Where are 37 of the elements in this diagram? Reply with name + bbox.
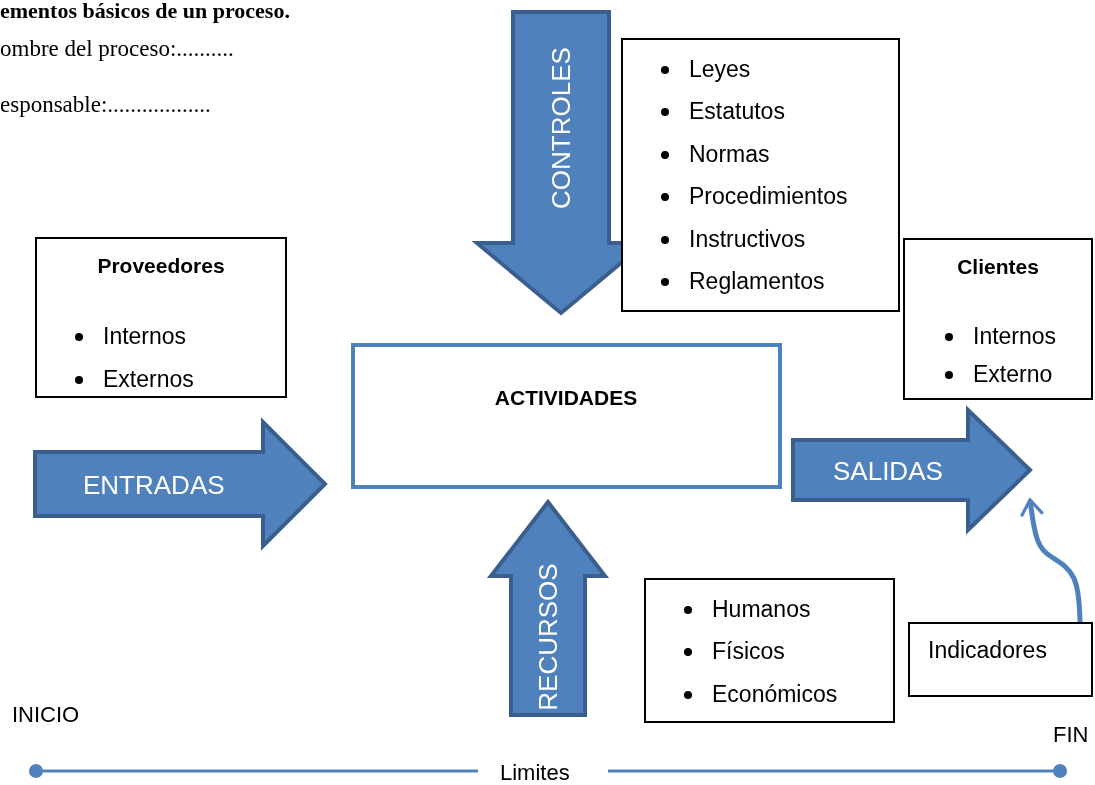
boundary-label: Limites — [500, 762, 570, 784]
start-label: INICIO — [12, 704, 80, 726]
list-item: Externos — [103, 368, 194, 391]
clients-box — [903, 238, 1093, 400]
list-item: Externo — [973, 363, 1053, 386]
resources-block-arrow — [486, 498, 610, 717]
list-item: Estatutos — [689, 100, 785, 123]
list-item: Económicos — [712, 683, 838, 706]
controls-list-box — [621, 38, 900, 312]
list-item: Instructivos — [689, 228, 806, 251]
arrow-label: SALIDAS — [833, 458, 943, 484]
list-item: Internos — [103, 325, 187, 348]
list-item: Leyes — [689, 58, 751, 81]
end-label: FIN — [1053, 724, 1089, 746]
list-item: Internos — [973, 325, 1057, 348]
heading: Proveedores — [97, 255, 225, 276]
arrow-label: RECURSOS — [535, 563, 561, 711]
list-item: Reglamentos — [689, 270, 825, 293]
heading: ACTIVIDADES — [494, 387, 638, 408]
list-item: Procedimientos — [689, 185, 848, 208]
supplier-box — [35, 237, 287, 398]
resources-list-box — [644, 578, 895, 723]
list-item: Humanos — [712, 598, 811, 621]
title: ementos básicos de un proceso. — [0, 0, 290, 22]
activities-box — [351, 343, 782, 489]
curved-arrow — [1020, 498, 1083, 623]
input-block-arrow — [33, 417, 328, 551]
box-label: Indicadores — [928, 639, 1047, 662]
output-block-arrow — [791, 405, 1033, 535]
form-field-label: esponsable:.................. — [0, 93, 211, 116]
list-item: Normas — [689, 143, 770, 166]
form-field-label: ombre del proceso:.......... — [0, 37, 234, 60]
indicators-box — [908, 622, 1093, 697]
list-item: Físicos — [712, 640, 785, 663]
arrow-label: CONTROLES — [548, 47, 574, 209]
heading: Clientes — [957, 256, 1039, 277]
arrow-label: ENTRADAS — [83, 472, 225, 498]
